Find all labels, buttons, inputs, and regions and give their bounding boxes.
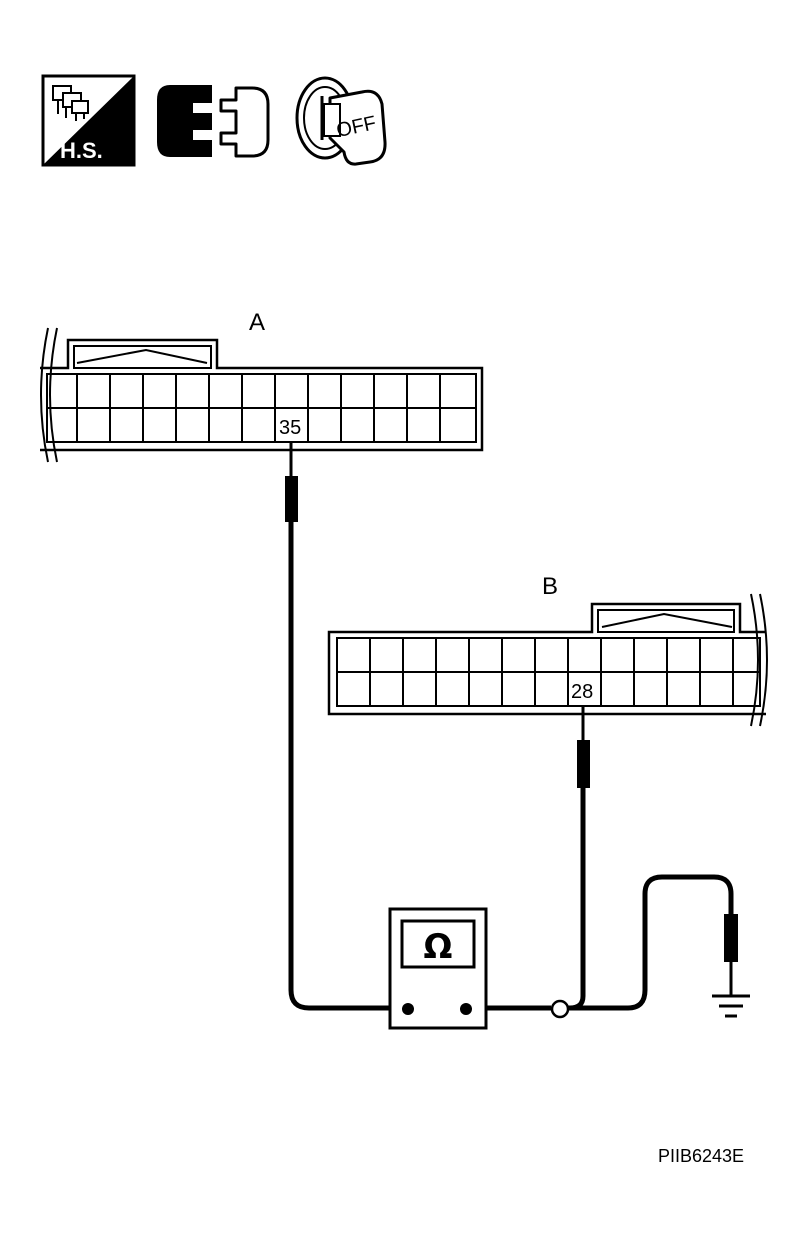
connector-a-pin-label: 35 bbox=[279, 417, 301, 439]
connector-b-pin-label: 28 bbox=[571, 681, 593, 703]
connector-a-label: A bbox=[249, 309, 265, 336]
probe-lead-a bbox=[285, 442, 408, 1011]
meter-terminal-right bbox=[460, 1003, 472, 1015]
ignition-key-off-icon: OFF bbox=[295, 76, 387, 166]
hs-icon-text: H.S. bbox=[60, 138, 103, 163]
ohm-symbol: Ω bbox=[424, 927, 453, 967]
connector-disconnect-icon bbox=[157, 85, 270, 158]
ground-lead bbox=[568, 874, 738, 1011]
ohmmeter: Ω bbox=[388, 907, 488, 1030]
connector-a: A 35 bbox=[40, 309, 484, 463]
connector-b: B 28 bbox=[327, 573, 768, 727]
figure-code: PIIB6243E bbox=[658, 1146, 744, 1166]
junction-point bbox=[550, 999, 570, 1019]
connector-b-label: B bbox=[542, 573, 558, 600]
harness-sensor-icon: H.S. bbox=[41, 74, 136, 167]
meter-terminal-left bbox=[402, 1003, 414, 1015]
ground-symbol bbox=[712, 994, 750, 1018]
